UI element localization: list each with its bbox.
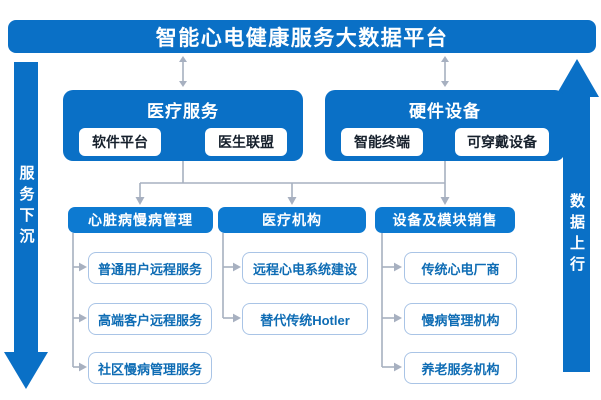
platform-title-banner: 智能心电健康服务大数据平台 bbox=[8, 20, 596, 53]
data-uplink-label: 数据上行 bbox=[568, 192, 585, 277]
service-sink-label: 服务下沉 bbox=[17, 165, 35, 249]
group-to-columns-connector bbox=[135, 161, 450, 205]
medical-services-title: 医疗服务 bbox=[147, 102, 219, 121]
tree-item: 传统心电厂商 bbox=[404, 252, 517, 284]
double-arrow-connector bbox=[441, 56, 449, 87]
hardware-devices-group: 硬件设备 智能终端 可穿戴设备 bbox=[325, 90, 565, 161]
tree-item: 远程心电系统建设 bbox=[242, 252, 368, 284]
software-platform-chip: 软件平台 bbox=[79, 128, 161, 156]
platform-title: 智能心电健康服务大数据平台 bbox=[155, 26, 449, 50]
down-arrow-icon bbox=[4, 352, 48, 389]
tree-item: 高端客户远程服务 bbox=[88, 303, 212, 335]
column1-tree-connector bbox=[72, 233, 87, 372]
tree-item: 普通用户远程服务 bbox=[88, 252, 212, 284]
service-sink-arrow: 服务下沉 bbox=[14, 62, 38, 352]
data-uplink-arrow: 数据上行 bbox=[563, 97, 590, 372]
tree-item: 社区慢病管理服务 bbox=[88, 352, 212, 384]
column-header-medical-institution: 医疗机构 bbox=[218, 207, 366, 233]
medical-services-group: 医疗服务 软件平台 医生联盟 bbox=[63, 90, 303, 161]
column2-tree-connector bbox=[222, 233, 241, 323]
hardware-devices-title: 硬件设备 bbox=[409, 102, 481, 121]
doctor-alliance-chip: 医生联盟 bbox=[205, 128, 287, 156]
up-arrow-icon bbox=[555, 59, 599, 97]
column3-tree-connector bbox=[381, 233, 402, 372]
tree-item: 慢病管理机构 bbox=[404, 303, 517, 335]
wearable-device-chip: 可穿戴设备 bbox=[455, 128, 549, 156]
medical-services-chips: 软件平台 医生联盟 bbox=[63, 128, 303, 156]
smart-terminal-chip: 智能终端 bbox=[341, 128, 423, 156]
double-arrow-connector bbox=[179, 56, 187, 87]
tree-item: 养老服务机构 bbox=[404, 352, 517, 384]
column-header-equipment-sales: 设备及模块销售 bbox=[375, 207, 515, 233]
column-header-chronic-disease: 心脏病慢病管理 bbox=[68, 207, 213, 233]
tree-item: 替代传统Hotler bbox=[242, 303, 368, 335]
hardware-devices-chips: 智能终端 可穿戴设备 bbox=[325, 128, 565, 156]
